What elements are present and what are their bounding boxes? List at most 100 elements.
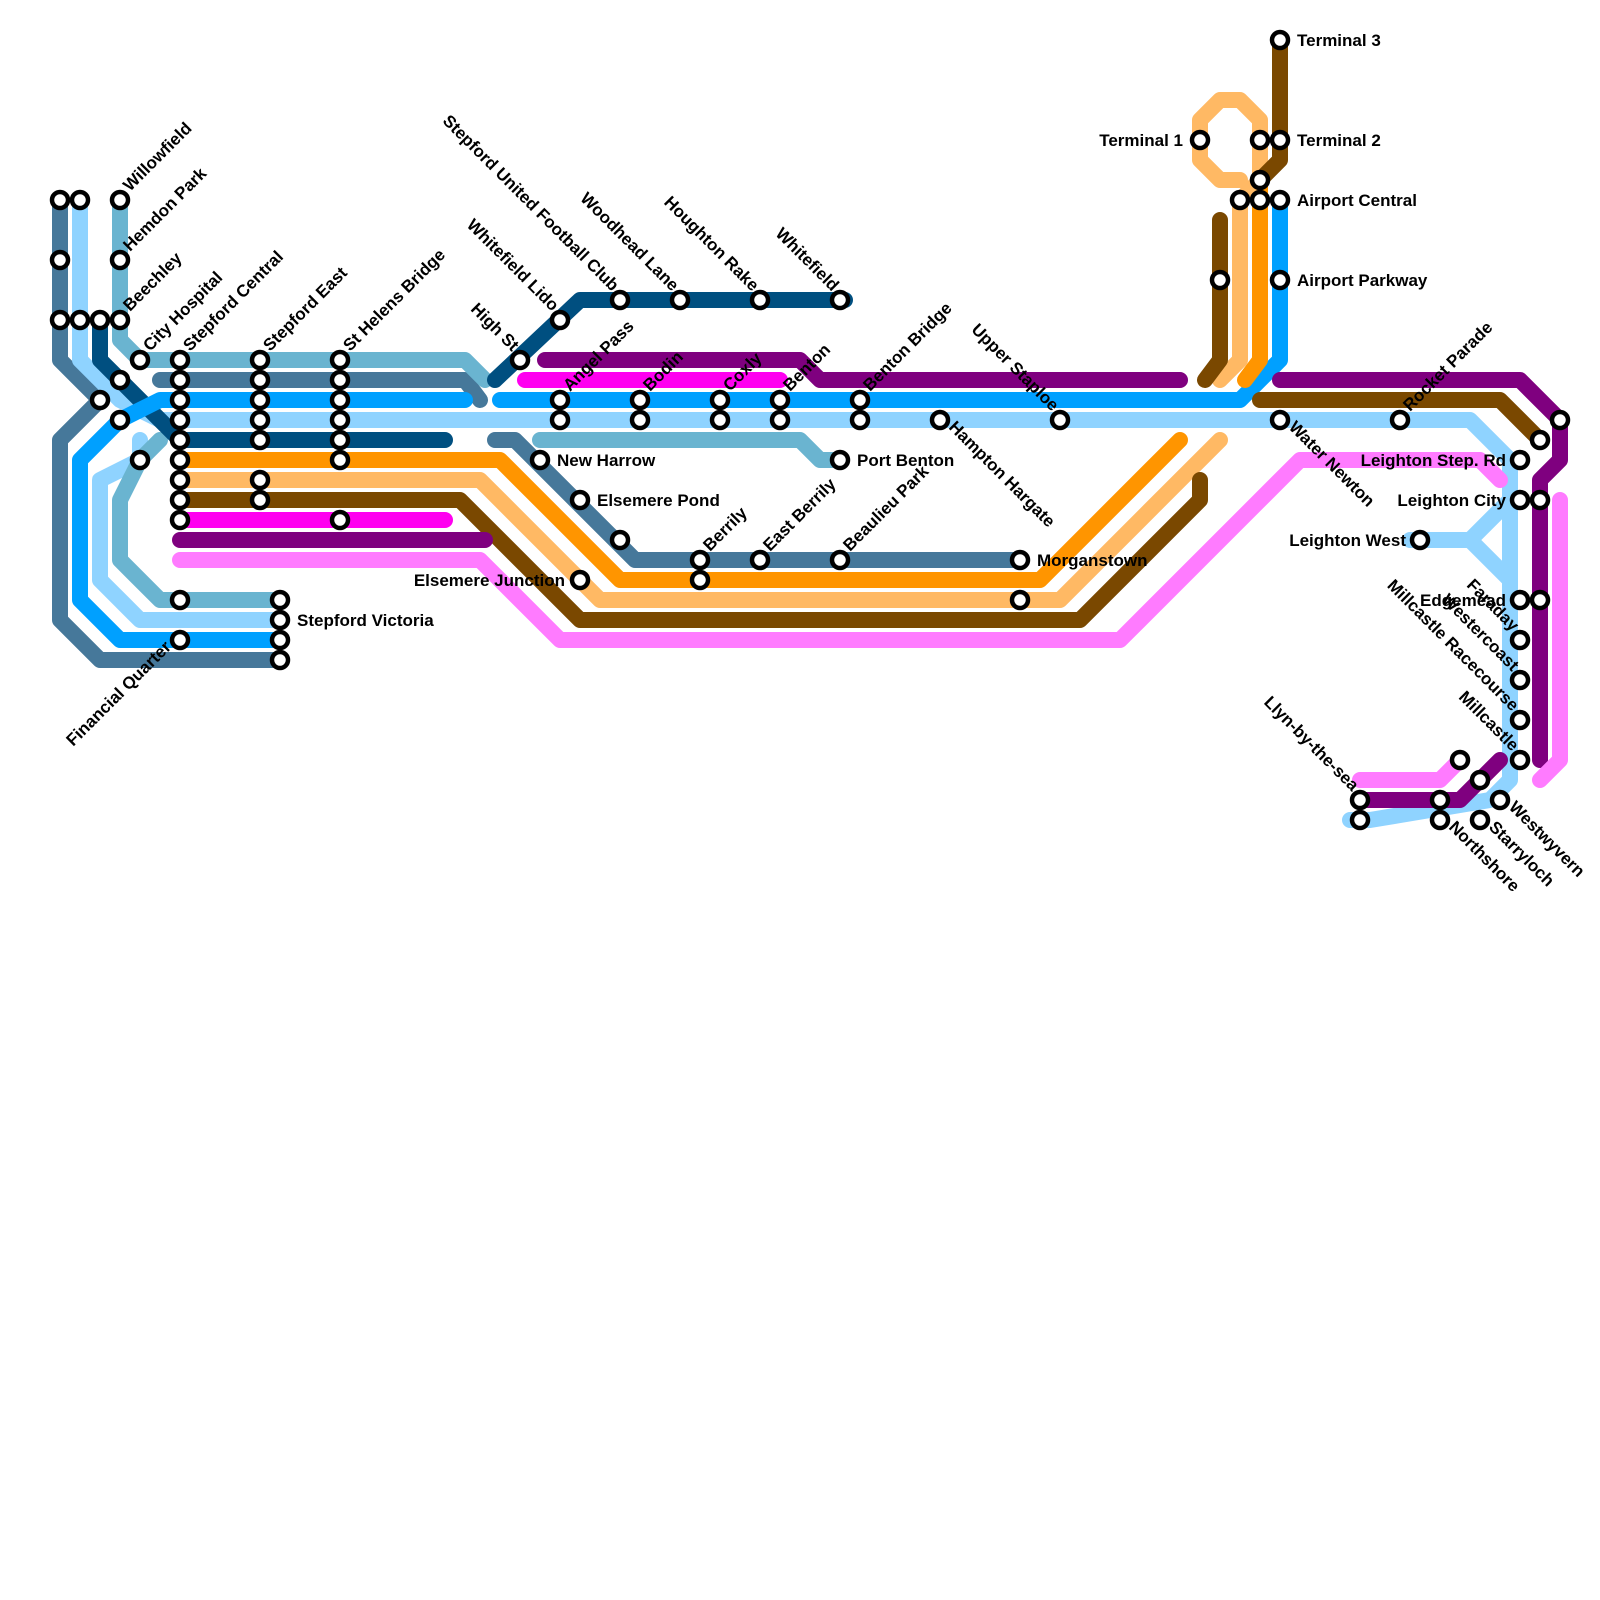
station-marker[interactable] — [252, 352, 268, 368]
station-marker[interactable] — [1272, 132, 1288, 148]
station-marker[interactable] — [1532, 432, 1548, 448]
station-marker[interactable] — [612, 292, 628, 308]
station-marker[interactable] — [72, 312, 88, 328]
station-marker[interactable] — [1392, 412, 1408, 428]
station-marker[interactable] — [172, 352, 188, 368]
station-marker[interactable] — [1512, 592, 1528, 608]
station-marker[interactable] — [1012, 552, 1028, 568]
station-marker[interactable] — [1412, 532, 1428, 548]
station-marker[interactable] — [1432, 812, 1448, 828]
station-marker[interactable] — [332, 412, 348, 428]
station-marker[interactable] — [852, 392, 868, 408]
station-marker[interactable] — [1352, 812, 1368, 828]
station-marker[interactable] — [1512, 452, 1528, 468]
station-marker[interactable] — [172, 592, 188, 608]
station-marker[interactable] — [852, 412, 868, 428]
station-marker[interactable] — [1512, 712, 1528, 728]
station-marker[interactable] — [252, 472, 268, 488]
station-marker[interactable] — [92, 392, 108, 408]
station-marker[interactable] — [1272, 412, 1288, 428]
station-marker[interactable] — [572, 492, 588, 508]
station-marker[interactable] — [332, 392, 348, 408]
station-marker[interactable] — [1492, 792, 1508, 808]
station-marker[interactable] — [772, 392, 788, 408]
station-marker[interactable] — [112, 372, 128, 388]
station-marker[interactable] — [552, 312, 568, 328]
station-marker[interactable] — [632, 392, 648, 408]
station-marker[interactable] — [692, 552, 708, 568]
station-marker[interactable] — [252, 412, 268, 428]
station-marker[interactable] — [672, 292, 688, 308]
station-marker[interactable] — [132, 452, 148, 468]
station-marker[interactable] — [572, 572, 588, 588]
station-marker[interactable] — [752, 552, 768, 568]
station-marker[interactable] — [552, 412, 568, 428]
station-marker[interactable] — [52, 192, 68, 208]
station-marker[interactable] — [172, 412, 188, 428]
station-marker[interactable] — [512, 352, 528, 368]
station-marker[interactable] — [1252, 172, 1268, 188]
station-marker[interactable] — [1352, 792, 1368, 808]
station-marker[interactable] — [252, 372, 268, 388]
station-marker[interactable] — [1232, 192, 1248, 208]
station-marker[interactable] — [1012, 592, 1028, 608]
station-marker[interactable] — [332, 452, 348, 468]
station-marker[interactable] — [1272, 192, 1288, 208]
station-marker[interactable] — [612, 532, 628, 548]
station-marker[interactable] — [332, 512, 348, 528]
station-marker[interactable] — [1212, 272, 1228, 288]
station-marker[interactable] — [332, 352, 348, 368]
station-marker[interactable] — [252, 392, 268, 408]
station-marker[interactable] — [112, 412, 128, 428]
station-marker[interactable] — [72, 192, 88, 208]
station-marker[interactable] — [1252, 132, 1268, 148]
station-marker[interactable] — [272, 652, 288, 668]
station-marker[interactable] — [772, 412, 788, 428]
station-marker[interactable] — [272, 632, 288, 648]
station-marker[interactable] — [1272, 32, 1288, 48]
station-marker[interactable] — [832, 552, 848, 568]
station-marker[interactable] — [1512, 492, 1528, 508]
station-marker[interactable] — [52, 312, 68, 328]
station-marker[interactable] — [712, 412, 728, 428]
station-marker[interactable] — [172, 372, 188, 388]
station-marker[interactable] — [172, 452, 188, 468]
station-marker[interactable] — [172, 492, 188, 508]
station-marker[interactable] — [172, 392, 188, 408]
station-marker[interactable] — [932, 412, 948, 428]
station-marker[interactable] — [1512, 752, 1528, 768]
station-marker[interactable] — [1472, 772, 1488, 788]
station-marker[interactable] — [1532, 592, 1548, 608]
station-marker[interactable] — [1252, 192, 1268, 208]
station-marker[interactable] — [272, 592, 288, 608]
station-marker[interactable] — [552, 392, 568, 408]
station-marker[interactable] — [1452, 752, 1468, 768]
station-marker[interactable] — [1552, 412, 1568, 428]
station-marker[interactable] — [752, 292, 768, 308]
station-marker[interactable] — [172, 432, 188, 448]
station-marker[interactable] — [832, 452, 848, 468]
station-marker[interactable] — [112, 252, 128, 268]
station-marker[interactable] — [1472, 812, 1488, 828]
station-marker[interactable] — [92, 312, 108, 328]
station-marker[interactable] — [1272, 272, 1288, 288]
station-marker[interactable] — [332, 372, 348, 388]
station-marker[interactable] — [112, 192, 128, 208]
station-marker[interactable] — [1532, 492, 1548, 508]
station-marker[interactable] — [332, 432, 348, 448]
station-marker[interactable] — [272, 612, 288, 628]
station-marker[interactable] — [252, 432, 268, 448]
station-marker[interactable] — [1432, 792, 1448, 808]
station-marker[interactable] — [532, 452, 548, 468]
station-marker[interactable] — [172, 472, 188, 488]
station-marker[interactable] — [1512, 672, 1528, 688]
station-marker[interactable] — [1052, 412, 1068, 428]
station-marker[interactable] — [1192, 132, 1208, 148]
station-marker[interactable] — [712, 392, 728, 408]
station-marker[interactable] — [112, 312, 128, 328]
station-marker[interactable] — [132, 352, 148, 368]
station-marker[interactable] — [632, 412, 648, 428]
station-marker[interactable] — [172, 512, 188, 528]
station-marker[interactable] — [692, 572, 708, 588]
station-marker[interactable] — [252, 492, 268, 508]
